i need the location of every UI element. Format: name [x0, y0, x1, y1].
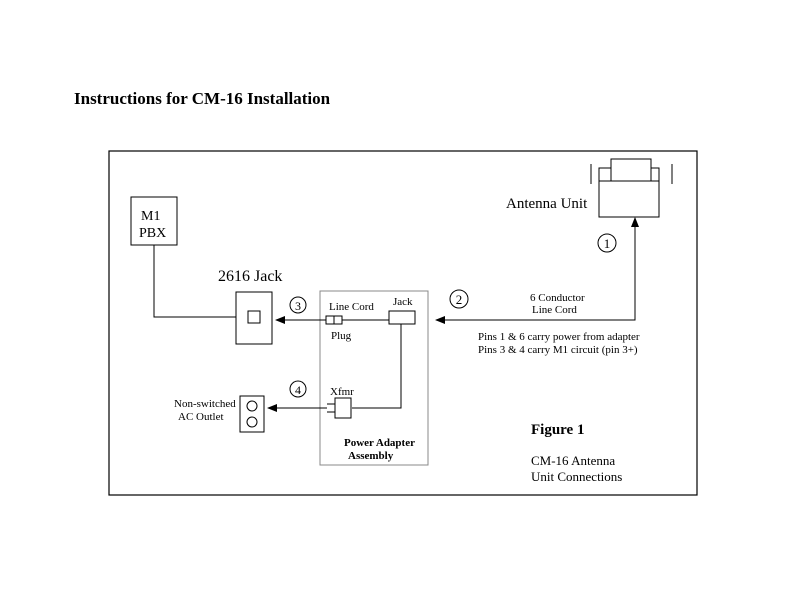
jack-label: Jack — [393, 296, 413, 308]
outlet-label-line1: Non-switched — [174, 398, 236, 410]
line-cord-label: Line Cord — [329, 301, 374, 313]
pbx-label-line1: M1 — [141, 209, 160, 224]
step-4-number: 4 — [295, 383, 301, 397]
ac-outlet-socket-top — [246, 400, 258, 412]
figure-frame — [108, 150, 698, 496]
pins-note-line1: Pins 1 & 6 carry power from adapter — [478, 331, 640, 343]
xfmr-label: Xfmr — [330, 386, 354, 398]
jack2616-socket — [247, 310, 261, 324]
adapter-label-line2: Assembly — [348, 450, 394, 462]
ac-outlet — [239, 395, 265, 433]
step-2-circle — [449, 289, 469, 309]
figure-caption-line2: Unit Connections — [531, 469, 622, 484]
step-2-number: 2 — [456, 292, 463, 307]
jack2616-label: 2616 Jack — [218, 268, 282, 285]
step-3-circle — [289, 296, 307, 314]
step-1-number: 1 — [604, 236, 611, 251]
adapter-jack — [388, 310, 416, 325]
figure-caption-line1: CM-16 Antenna — [531, 453, 615, 468]
adapter-label-line1: Power Adapter — [344, 437, 415, 449]
pbx-to-jack-wire — [153, 245, 236, 318]
ac-outlet-socket-bottom — [246, 416, 258, 428]
figure-title: Figure 1 — [531, 422, 584, 438]
pins-note-line2: Pins 3 & 4 carry M1 circuit (pin 3+) — [478, 344, 638, 356]
pbx-label-line2: PBX — [139, 226, 166, 241]
jack-to-xfmr-wire — [352, 324, 402, 409]
power-adapter-box — [319, 290, 429, 466]
antenna-unit-label: Antenna Unit — [506, 196, 588, 212]
antenna-unit-top-panel — [610, 158, 652, 182]
step-3-number: 3 — [295, 299, 301, 313]
step-4-circle — [289, 380, 307, 398]
plug-label: Plug — [331, 330, 352, 342]
transformer — [334, 397, 352, 419]
six-conductor-line-cord — [435, 224, 636, 324]
conductor-label-line1: 6 Conductor — [530, 292, 585, 304]
step-1-circle — [597, 233, 617, 253]
conductor-label-line2: Line Cord — [532, 304, 577, 316]
page-title: Instructions for CM-16 Installation — [74, 89, 331, 108]
jack2616-plate — [235, 291, 273, 345]
outlet-label-line2: AC Outlet — [178, 411, 224, 423]
